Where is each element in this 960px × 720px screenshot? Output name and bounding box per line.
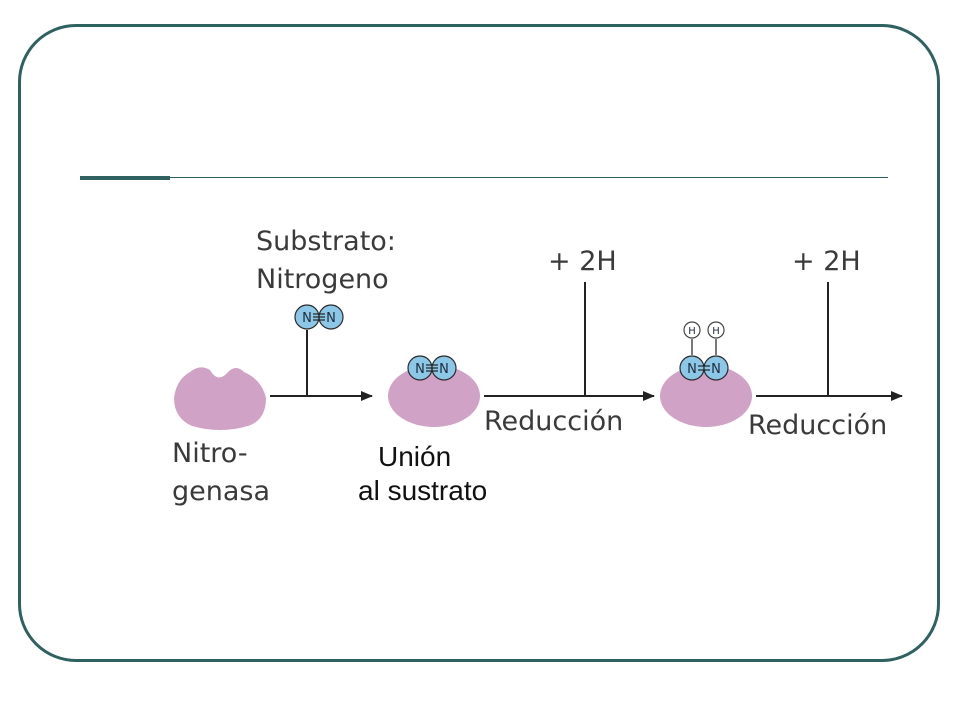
nitrogen-atom-label: N [302, 311, 312, 326]
bound-n2-molecule: N N [407, 355, 457, 381]
step2-reduction-label: Reducción [748, 410, 887, 441]
nitrogenase-enzyme [174, 367, 266, 430]
substrate-label-line1: Substrato: [256, 226, 396, 257]
hydrogen-atom-label: H [688, 326, 696, 337]
bound-n2h2-molecule: H H N N [679, 321, 729, 381]
step1-reduction-label: Reducción [484, 406, 623, 437]
nitrogen-atom-label: N [415, 362, 425, 377]
step2-add-hydrogen: + 2H [792, 246, 861, 277]
binding-label-line1: Unión [378, 441, 451, 472]
hydrogen-atom [707, 321, 725, 339]
nitrogen-atom-label: N [326, 311, 336, 326]
hydrogen-atom-label: H [712, 326, 720, 337]
title-rule-accent [80, 176, 170, 180]
step1-add-hydrogen: + 2H [548, 246, 617, 277]
substrate-label-line2: Nitrogeno [256, 264, 389, 295]
hydrogen-atom [683, 321, 701, 339]
free-n2-molecule: N N [294, 304, 344, 330]
enzyme-substrate-complex [388, 365, 480, 427]
enzyme-label-line2: genasa [172, 476, 270, 507]
nitrogen-atom-label: N [711, 362, 721, 377]
binding-label-line2: al sustrato [358, 475, 487, 506]
slide-frame [18, 24, 940, 662]
nitrogen-atom [703, 355, 729, 381]
nitrogen-atom-label: N [439, 362, 449, 377]
nitrogen-atom-label: N [687, 362, 697, 377]
enzyme-label-line1: Nitro- [172, 438, 248, 469]
enzyme-intermediate-complex [660, 365, 752, 427]
title-rule [170, 177, 888, 178]
